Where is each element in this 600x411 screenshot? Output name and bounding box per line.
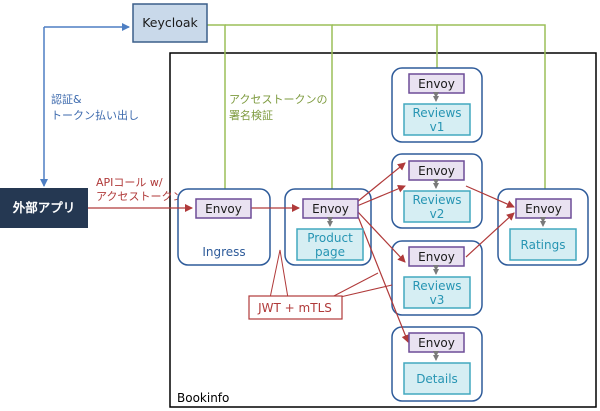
external-app-box[interactable] [0, 188, 88, 228]
sidecar-links [327, 92, 546, 361]
ratings-service-label: Ratings [521, 238, 566, 252]
jwt-label: JWT + mTLS [257, 301, 332, 315]
reviews-v3-envoy-label: Envoy [418, 250, 455, 264]
api-label-line1: APIコール w/ [96, 176, 163, 189]
jwt-callout: JWT + mTLS [248, 249, 393, 320]
productpage-envoy-label: Envoy [312, 202, 349, 216]
auth-line [40, 23, 130, 187]
reviews-v1-envoy-label: Envoy [418, 77, 455, 91]
ingress-envoy[interactable] [195, 198, 252, 219]
jwt-box [248, 295, 343, 320]
reviews-v1-service-label-1: Reviews [412, 106, 461, 120]
reviews-v1-service[interactable] [403, 103, 471, 136]
auth-label-line2: トークン払い出し [51, 108, 139, 122]
ingress-service-label: Ingress [202, 245, 245, 259]
reviews-v2-envoy-label: Envoy [418, 164, 455, 178]
reviews-v2-service-label-1: Reviews [412, 193, 461, 207]
auth-label-line1: 認証& [51, 92, 82, 106]
verify-lines [207, 24, 546, 200]
details-envoy-label: Envoy [418, 336, 455, 350]
verify-label-line1: アクセストークンの [229, 93, 327, 106]
productpage-service-label-1: Product [307, 231, 353, 245]
keycloak-label: Keycloak [142, 15, 198, 30]
reviews-v2-service-label-2: v2 [430, 207, 445, 221]
reviews-v1-service-label-2: v1 [430, 120, 445, 134]
productpage-service-label-2: page [315, 245, 345, 259]
reviews-v3-service-label-1: Reviews [412, 279, 461, 293]
ratings-service[interactable] [509, 228, 577, 261]
details-service-label: Details [416, 372, 458, 386]
verify-label-line2: 署名検証 [229, 108, 273, 122]
api-label-line2: アクセストークン [96, 190, 183, 203]
ratings-envoy-label: Envoy [525, 202, 562, 216]
details-service[interactable] [403, 362, 471, 395]
productpage-service[interactable] [296, 228, 364, 261]
reviews-v2-service[interactable] [403, 190, 471, 223]
external-app-label: 外部アプリ [12, 200, 76, 215]
keycloak-box[interactable] [132, 3, 208, 43]
request-flow [88, 162, 515, 343]
reviews-v3-service-label-2: v3 [430, 293, 445, 307]
bookinfo-label: Bookinfo [177, 391, 229, 405]
reviews-v3-service[interactable] [403, 276, 471, 309]
ingress-envoy-label: Envoy [205, 202, 242, 216]
